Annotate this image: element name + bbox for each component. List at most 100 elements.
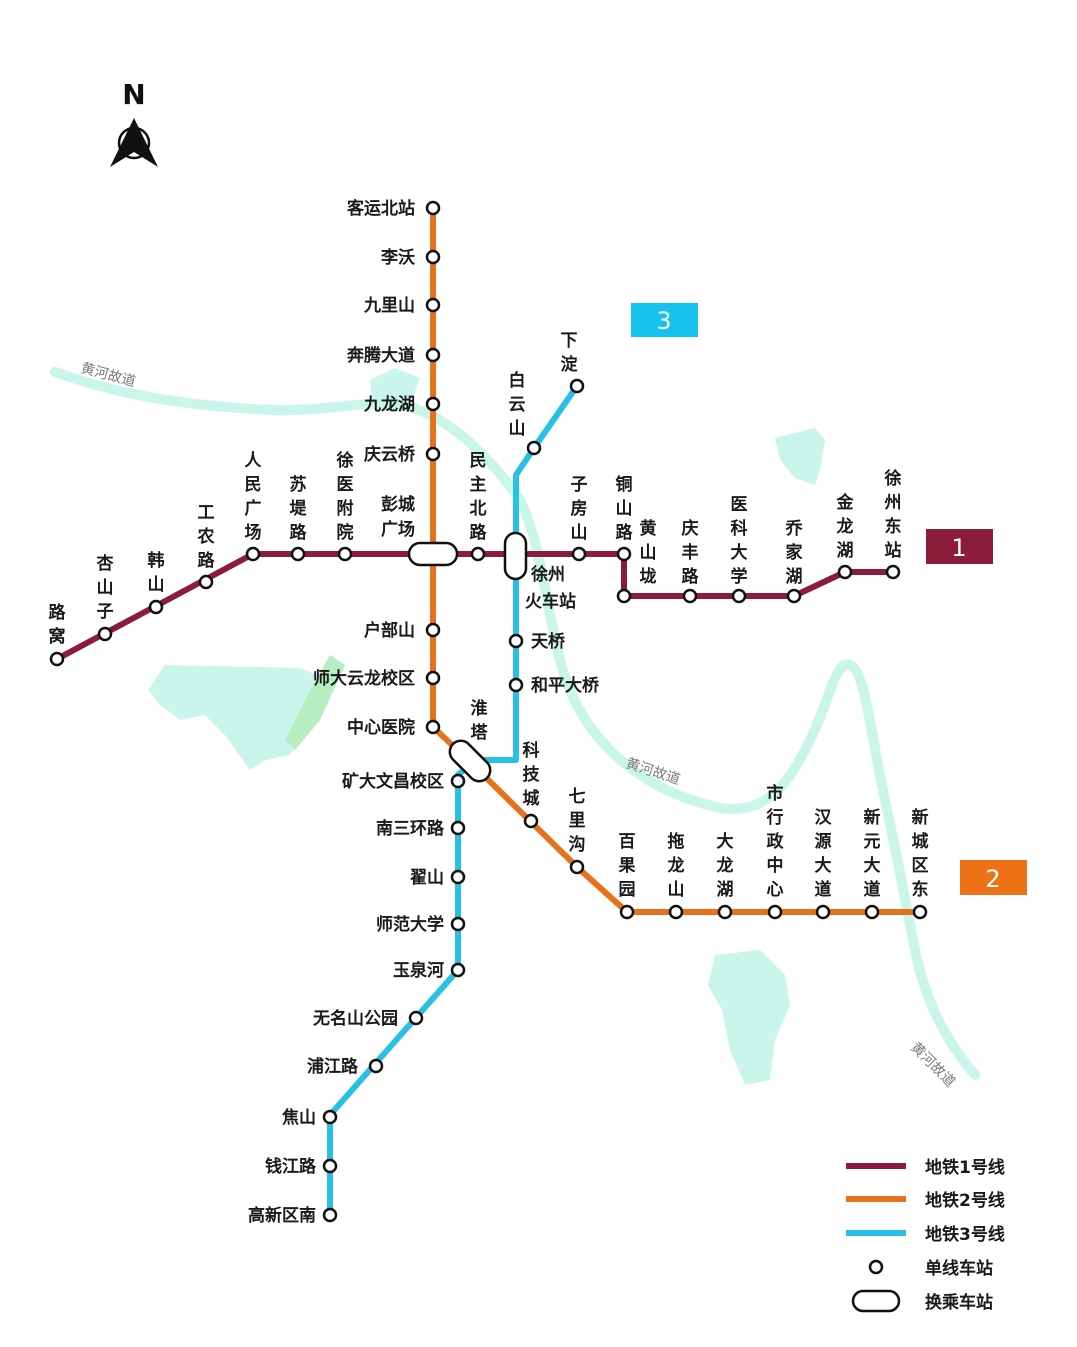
station-pujianglu[interactable] — [368, 1058, 384, 1074]
station-xiadian[interactable] — [569, 378, 585, 394]
station-bentengdadao[interactable] — [425, 347, 441, 363]
station-hubushan[interactable] — [425, 622, 441, 638]
station-label: 苏堤路 — [290, 474, 308, 543]
station-label: 工农路 — [197, 503, 216, 571]
interchange-stations — [407, 531, 528, 785]
station-tongshanlu[interactable] — [616, 546, 632, 562]
line-3-stations — [322, 378, 585, 1223]
line-3-badge[interactable]: 3 — [631, 303, 698, 337]
station-xinchengqudong[interactable] — [912, 904, 928, 920]
station-label: 下淀 — [561, 331, 579, 375]
station-xuzhoudongzhan[interactable] — [885, 564, 901, 580]
station-renminguangchang[interactable] — [245, 546, 261, 562]
station-label: 师范大学 — [376, 914, 444, 935]
legend-label: 地铁1号线 — [925, 1157, 1005, 1178]
station-baiguoyuan[interactable] — [619, 904, 635, 920]
station-shifandaxue[interactable] — [450, 916, 466, 932]
station-label: 师大云龙校区 — [313, 668, 415, 689]
vertical-station-labels: 路窝杏山子韩山工农路人民广场苏堤路徐医附院民主北路子房山铜山路黄山垅庆丰路医科大… — [49, 331, 929, 900]
station-zhongxinyiyuan[interactable] — [425, 719, 441, 735]
station-label: 九龙湖 — [363, 394, 415, 415]
station-label: 七里沟 — [569, 787, 586, 855]
station-keyunbeizhan[interactable] — [425, 200, 441, 216]
station-label: 庆丰路 — [682, 518, 700, 587]
station-qingfenglu[interactable] — [682, 588, 698, 604]
station-xinyuandadao[interactable] — [864, 904, 880, 920]
station-zifangshan[interactable] — [571, 546, 587, 562]
station-label: 市行政中心 — [766, 783, 785, 900]
station-label: 南三环路 — [376, 818, 445, 839]
station-qiligou[interactable] — [569, 859, 585, 875]
station-hepingdaqiao[interactable] — [508, 677, 524, 693]
station-label: 拖龙山 — [667, 831, 685, 900]
station-label: 百果园 — [619, 832, 636, 900]
station-label: 徐医附院 — [336, 450, 354, 543]
yunlong-park — [285, 655, 345, 750]
station-label: 人民广场 — [245, 451, 263, 543]
station-luwo[interactable] — [49, 651, 65, 667]
line-3-track — [327, 384, 580, 1215]
station-baiyunshan[interactable] — [526, 440, 542, 456]
station-tianqiao[interactable] — [508, 633, 524, 649]
station-label: 汉源大道 — [815, 808, 833, 900]
station-nansanhuanlu[interactable] — [450, 820, 466, 836]
station-sudilu[interactable] — [290, 546, 306, 562]
station-label: 矿大文昌校区 — [342, 771, 444, 792]
line-1-stations — [49, 546, 901, 667]
station-qingyunqiao[interactable] — [425, 446, 441, 462]
station-zhaishan[interactable] — [450, 869, 466, 885]
station-dalonghu[interactable] — [717, 904, 733, 920]
station-tuolongshan[interactable] — [668, 904, 684, 920]
station-liwo[interactable] — [425, 249, 441, 265]
line-2-badge[interactable]: 2 — [960, 860, 1027, 895]
station-shidayunlong[interactable] — [425, 670, 441, 686]
station-qiaojiahu[interactable] — [786, 588, 802, 604]
north-label: N — [122, 78, 145, 111]
station-label: 徐州东站 — [884, 468, 902, 561]
station-label: 庆云桥 — [364, 444, 416, 465]
station-label: 科技城 — [523, 740, 541, 809]
station-minzhubeilu[interactable] — [470, 546, 486, 562]
station-jiaoshan[interactable] — [322, 1109, 338, 1125]
station-label: 医科大学 — [731, 495, 748, 587]
station-hanyuandadao[interactable] — [815, 904, 831, 920]
station-kuangdawenchang[interactable] — [450, 773, 466, 789]
interchange-huaita[interactable] — [445, 736, 494, 785]
station-xingshanzi[interactable] — [97, 626, 113, 642]
station-xuyifuyuan[interactable] — [337, 546, 353, 562]
station-yikedaxue[interactable] — [731, 588, 747, 604]
station-jiulishan[interactable] — [425, 297, 441, 313]
station-kejicheng[interactable] — [523, 813, 539, 829]
station-hanshan[interactable] — [148, 599, 164, 615]
station-label: 中心医院 — [347, 717, 415, 738]
station-label: 淮塔 — [471, 699, 489, 743]
legend-label: 地铁2号线 — [925, 1190, 1005, 1211]
station-jinlonghu[interactable] — [837, 564, 853, 580]
station-label: 大龙湖 — [716, 831, 734, 900]
station-jiulonghu[interactable] — [425, 396, 441, 412]
yunlong-lake — [148, 665, 330, 770]
station-label: 和平大桥 — [531, 675, 600, 696]
legend: 地铁1号线 地铁2号线 地铁3号线 单线车站 换乘车站 — [846, 1157, 1005, 1313]
station-wumingshangongyuan[interactable] — [408, 1010, 424, 1026]
station-shixingzhengzhongxin[interactable] — [767, 904, 783, 920]
station-label: 铜山路 — [616, 474, 634, 543]
station-qianjianglu[interactable] — [322, 1158, 338, 1174]
station-huangshanlong[interactable] — [616, 588, 632, 604]
station-label: 天桥 — [531, 632, 566, 652]
interchange-xuzhouhuochezhan[interactable] — [503, 531, 528, 581]
station-label: 杏山子 — [97, 553, 114, 622]
station-label: 民主北路 — [470, 451, 488, 543]
station-label: 乔家湖 — [785, 519, 804, 587]
line-1-badge[interactable]: 1 — [926, 529, 993, 564]
legend-label: 单线车站 — [925, 1258, 993, 1279]
legend-station-icon — [868, 1259, 884, 1275]
station-yuquanhe[interactable] — [450, 962, 466, 978]
station-gongnonglu[interactable] — [198, 574, 214, 590]
station-label: 钱江路 — [265, 1156, 317, 1177]
legend-interchange-icon — [851, 1289, 901, 1313]
interchange-pengchengguangchang[interactable] — [407, 541, 459, 567]
horizontal-station-labels-right: 天桥 和平大桥 徐州 火车站 — [525, 564, 600, 696]
station-gaoxinqunan[interactable] — [322, 1207, 338, 1223]
